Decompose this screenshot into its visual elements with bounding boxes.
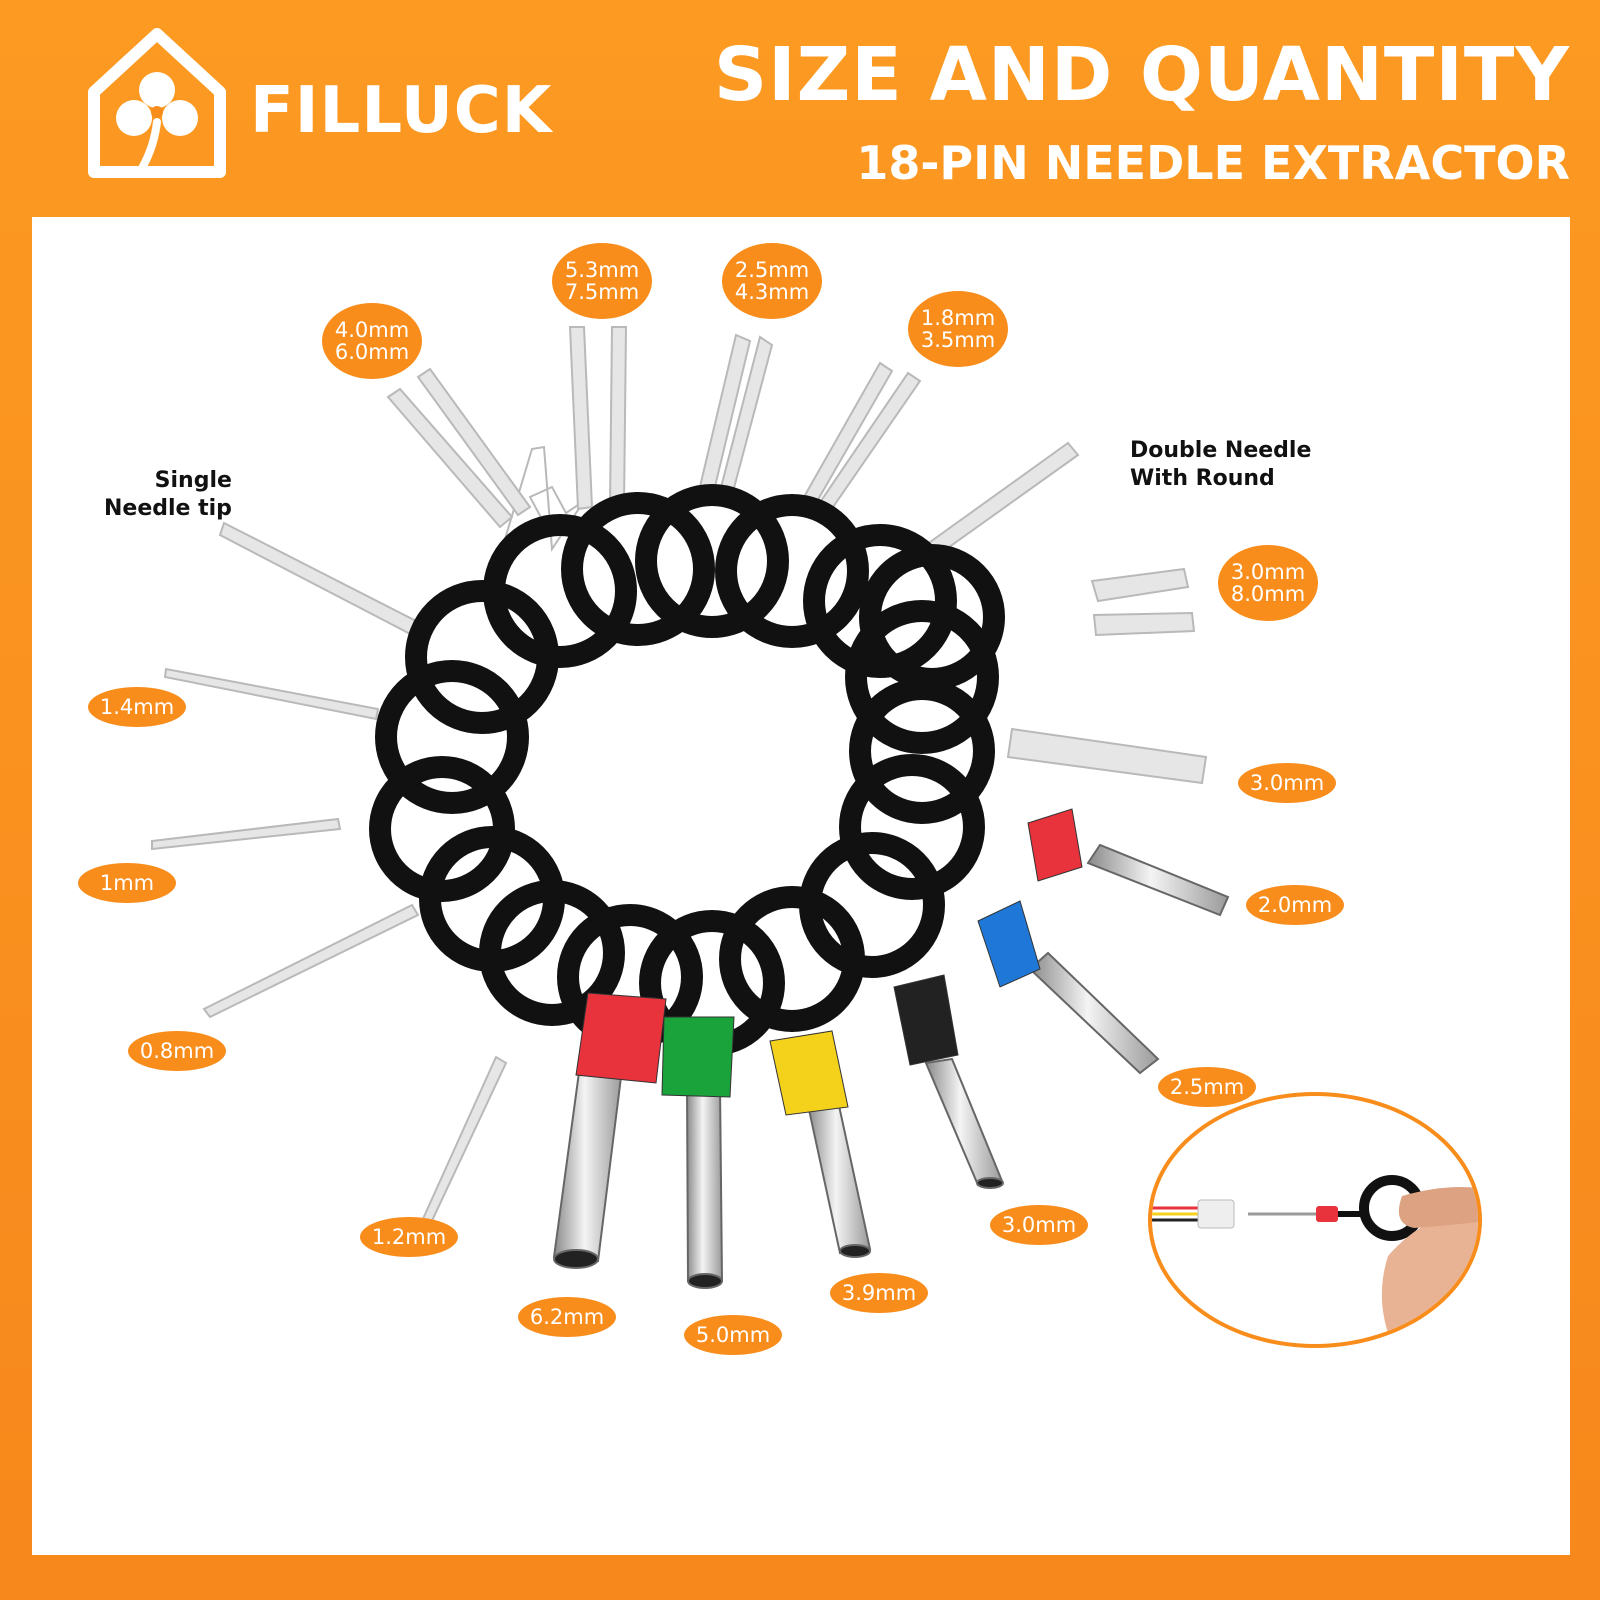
- size-label-tube-3: 3.0mm: [990, 1205, 1088, 1245]
- caption-single-needle: Single Needle tip: [104, 467, 232, 522]
- page-title: SIZE AND QUANTITY: [713, 32, 1570, 118]
- caption-line: Needle tip: [104, 495, 232, 521]
- size-label-needle-1-2: 1.2mm: [360, 1217, 458, 1257]
- size-label-tube-2: 2.0mm: [1246, 885, 1344, 925]
- caption-line: Single: [154, 468, 232, 493]
- clover-house-logo-icon: [88, 28, 226, 178]
- caption-line: Double Needle: [1130, 438, 1312, 463]
- usage-demo: [1148, 1092, 1482, 1348]
- hand-demo-illustration: [1152, 1175, 1478, 1344]
- size-label-needle-1-4: 1.4mm: [88, 687, 186, 727]
- metal-tips: [151, 326, 1208, 1227]
- size-label-tube-3-9: 3.9mm: [830, 1273, 928, 1313]
- size-label-tube-5: 5.0mm: [684, 1315, 782, 1355]
- pin-extractor-tool-illustration: [151, 326, 1230, 1289]
- size-label-tube-6-2: 6.2mm: [518, 1297, 616, 1337]
- colored-sleeves: [575, 808, 1083, 1116]
- caption-line: With Round: [1130, 465, 1275, 491]
- size-label-needle-1: 1mm: [78, 863, 176, 903]
- caption-double-needle: Double Needle With Round: [1130, 437, 1311, 492]
- page-subtitle: 18-PIN NEEDLE EXTRACTOR: [856, 136, 1570, 190]
- brand-name: FILLUCK: [250, 74, 553, 148]
- size-label-needle-0-8: 0.8mm: [128, 1031, 226, 1071]
- product-panel: Single Needle tip Double Needle With Rou…: [32, 217, 1570, 1555]
- size-label-flat-3: 3.0mm: [1238, 763, 1336, 803]
- header-bar: FILLUCK SIZE AND QUANTITY 18-PIN NEEDLE …: [0, 0, 1600, 215]
- black-rings: [369, 484, 1005, 1056]
- metal-tubes: [552, 843, 1230, 1289]
- size-label-tube-2-5: 2.5mm: [1158, 1067, 1256, 1107]
